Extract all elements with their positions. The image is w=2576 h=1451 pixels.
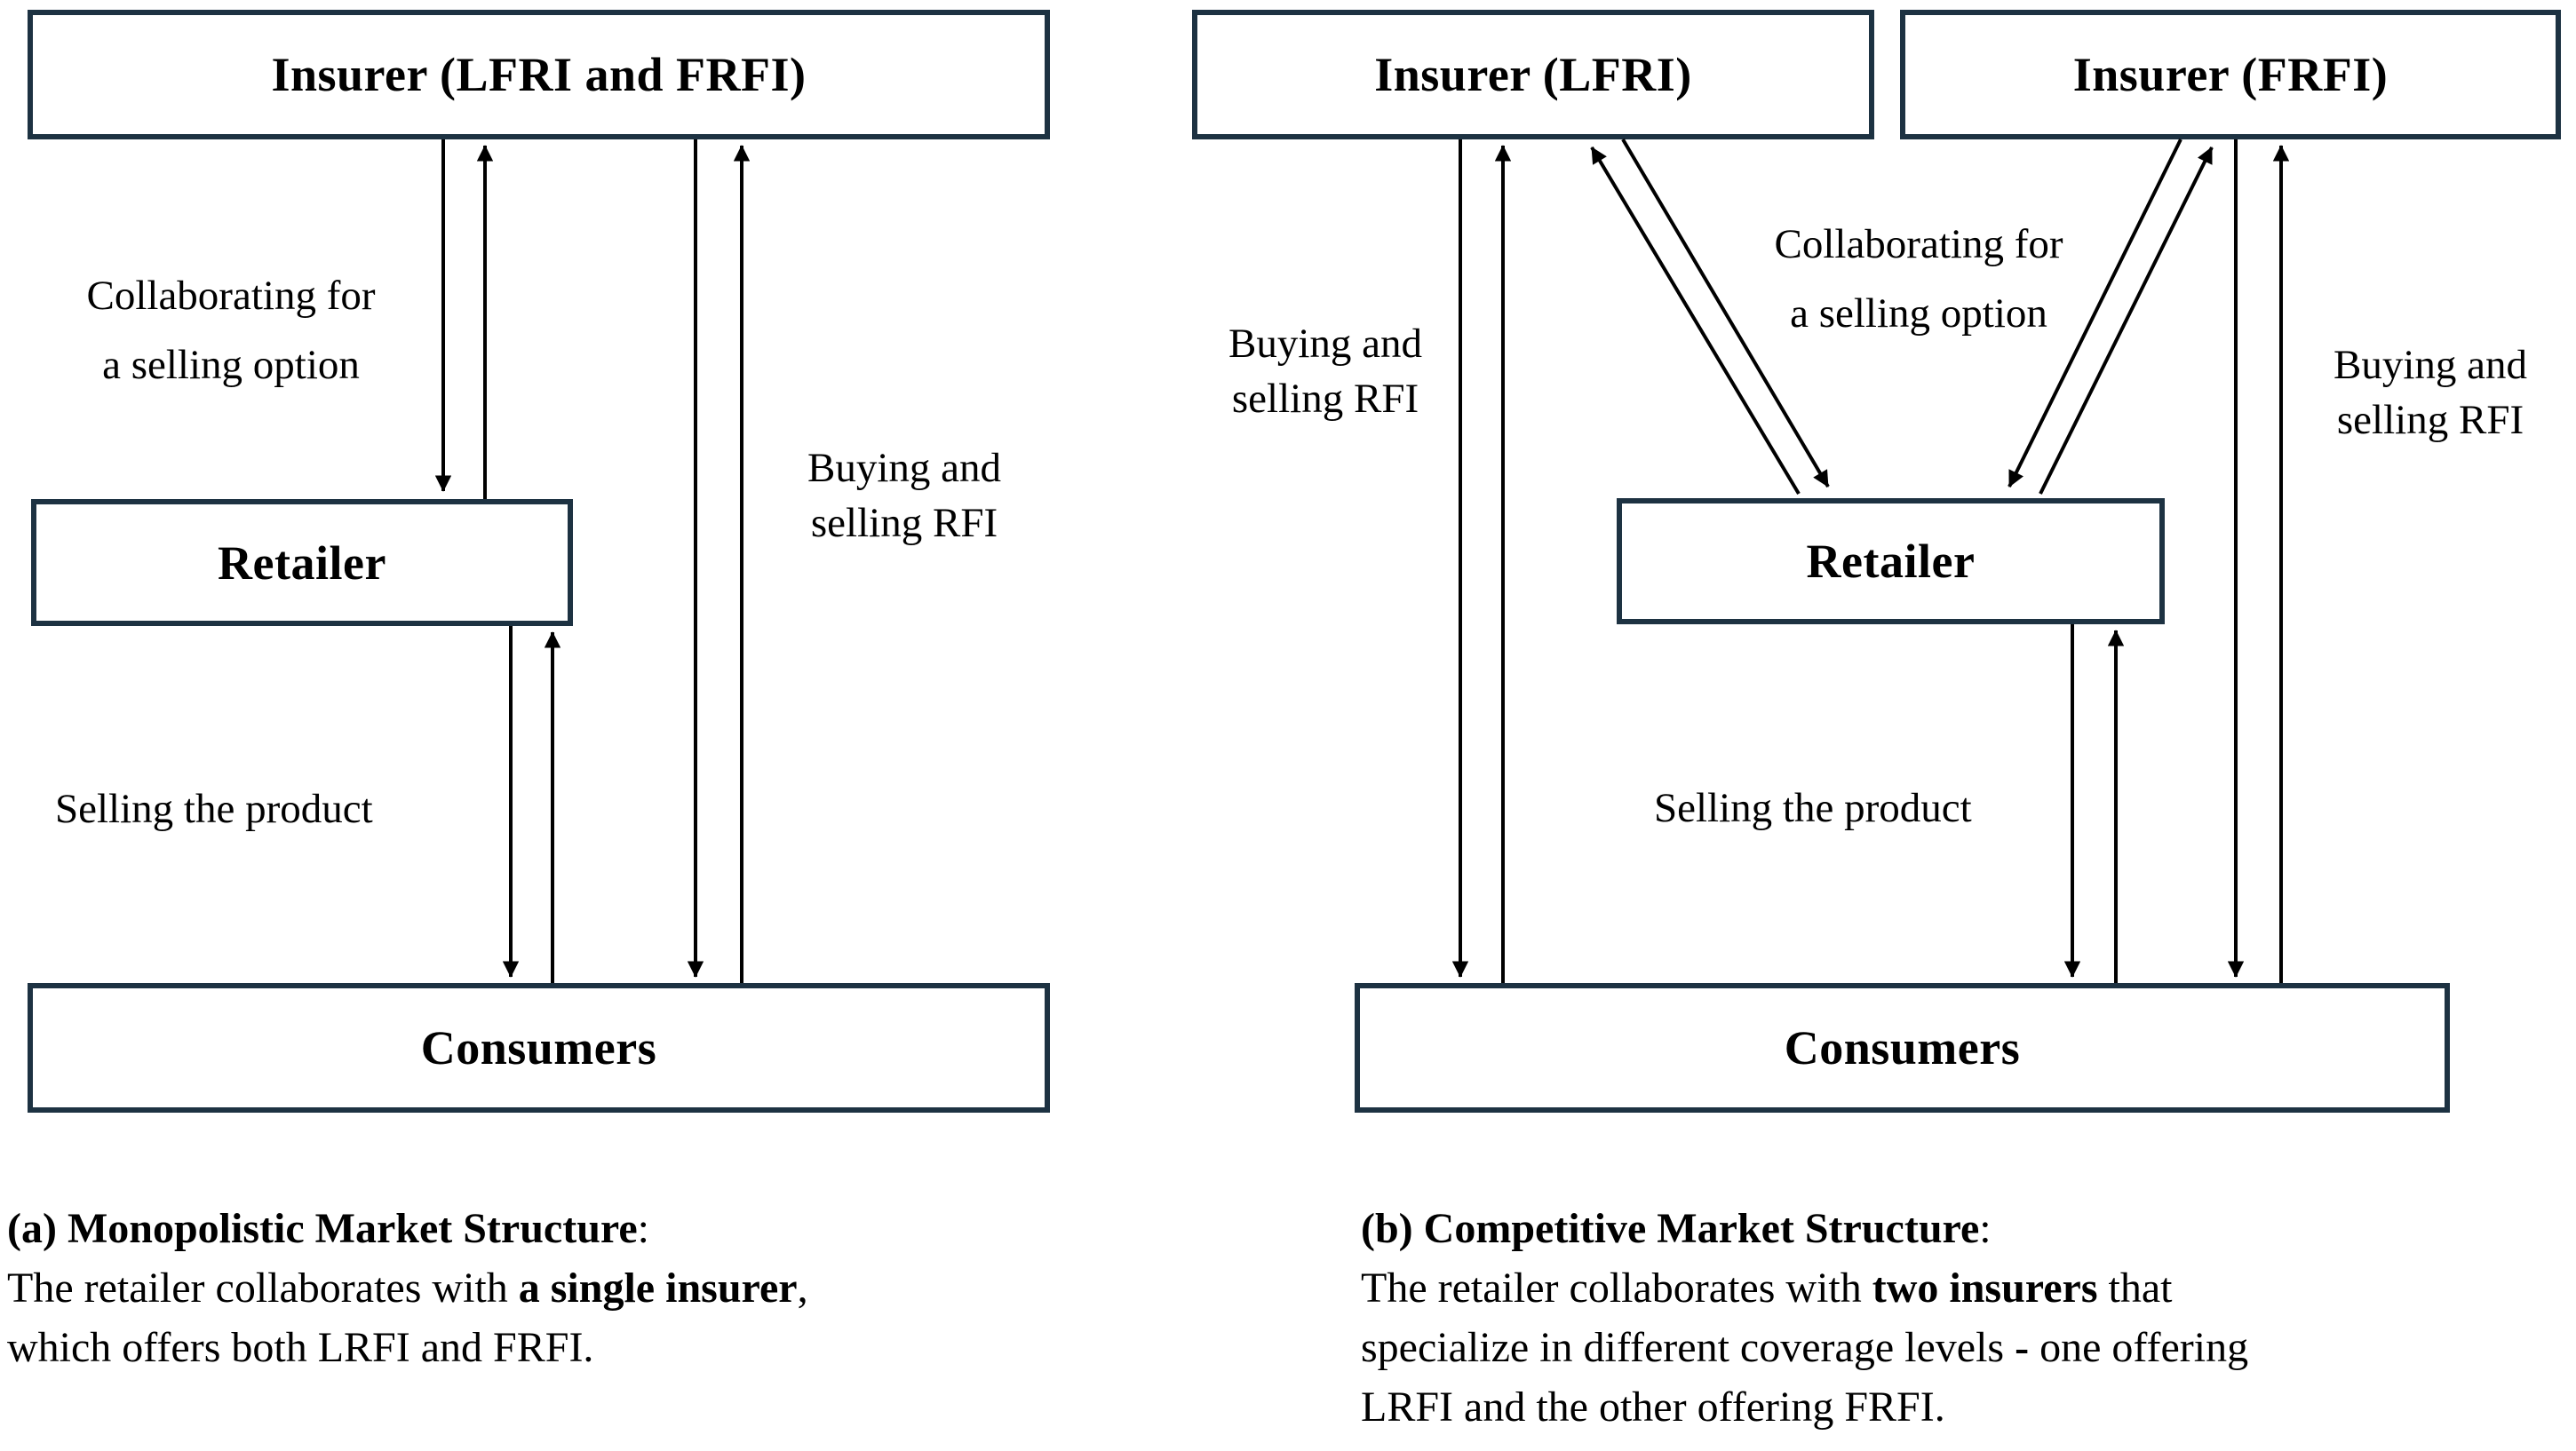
label-collaborating-monopolistic: Collaborating for a selling option bbox=[36, 261, 426, 400]
box-consumers-monopolistic-label: Consumers bbox=[420, 1021, 657, 1074]
box-insurer-frfi-label: Insurer (FRFI) bbox=[2072, 48, 2389, 101]
label-buying-right-competitive-line1: Buying and bbox=[2333, 342, 2528, 388]
caption-competitive-line3: specialize in different coverage levels … bbox=[1361, 1318, 2576, 1377]
label-collaborating-monopolistic-line2: a selling option bbox=[102, 342, 360, 388]
caption-competitive-line2-post: that bbox=[2097, 1265, 2173, 1312]
caption-competitive-line2-bold: two insurers bbox=[1872, 1265, 2098, 1312]
box-consumers-competitive-label: Consumers bbox=[1784, 1021, 2021, 1074]
label-collaborating-competitive-line2: a selling option bbox=[1790, 290, 2047, 337]
box-insurer-frfi: Insurer (FRFI) bbox=[1900, 10, 2561, 139]
caption-monopolistic-line3: which offers both LRFI and FRFI. bbox=[7, 1324, 594, 1371]
label-collaborating-competitive: Collaborating for a selling option bbox=[1732, 210, 2105, 348]
caption-competitive-line1: (b) Competitive Market Structure: bbox=[1361, 1199, 2576, 1258]
box-retailer-competitive: Retailer bbox=[1617, 498, 2165, 624]
box-retailer-monopolistic: Retailer bbox=[31, 499, 573, 626]
caption-monopolistic-line1: (a) Monopolistic Market Structure: bbox=[7, 1199, 1268, 1258]
label-buying-left-competitive-line2: selling RFI bbox=[1231, 376, 1419, 422]
label-selling-monopolistic-text: Selling the product bbox=[55, 786, 373, 832]
caption-monopolistic-line2-bold: a single insurer bbox=[518, 1265, 798, 1312]
caption-monopolistic-line2: The retailer collaborates with a single … bbox=[7, 1258, 1268, 1318]
label-buying-right-competitive-line2: selling RFI bbox=[2336, 397, 2524, 443]
label-selling-competitive: Selling the product bbox=[1654, 781, 1972, 836]
box-insurer-monopolistic: Insurer (LFRI and FRFI) bbox=[28, 10, 1050, 139]
box-retailer-monopolistic-label: Retailer bbox=[218, 535, 386, 590]
caption-competitive-line3-pre: specialize in different coverage levels bbox=[1361, 1324, 2015, 1371]
caption-competitive-line3-bold: - bbox=[2015, 1324, 2030, 1371]
label-buying-left-competitive: Buying and selling RFI bbox=[1201, 316, 1450, 426]
box-consumers-competitive: Consumers bbox=[1355, 983, 2450, 1113]
caption-competitive-line4: LRFI and the other offering FRFI. bbox=[1361, 1384, 1945, 1431]
label-selling-competitive-text: Selling the product bbox=[1654, 785, 1972, 831]
caption-competitive-title: (b) Competitive Market Structure bbox=[1361, 1205, 1980, 1252]
caption-monopolistic-line2-post: , bbox=[797, 1265, 808, 1312]
caption-competitive-line3-post: one offering bbox=[2029, 1324, 2249, 1371]
label-buying-right-competitive: Buying and selling RFI bbox=[2301, 337, 2560, 448]
caption-competitive-colon: : bbox=[1979, 1205, 1992, 1252]
caption-monopolistic-line2-pre: The retailer collaborates with bbox=[7, 1265, 519, 1312]
caption-monopolistic: (a) Monopolistic Market Structure: The r… bbox=[7, 1199, 1268, 1377]
caption-monopolistic-title: (a) Monopolistic Market Structure bbox=[7, 1205, 638, 1252]
label-buying-monopolistic: Buying and selling RFI bbox=[775, 440, 1034, 551]
label-buying-left-competitive-line1: Buying and bbox=[1228, 321, 1423, 367]
box-consumers-monopolistic: Consumers bbox=[28, 983, 1050, 1113]
box-insurer-lfri: Insurer (LFRI) bbox=[1192, 10, 1874, 139]
label-collaborating-monopolistic-line1: Collaborating for bbox=[86, 273, 376, 319]
caption-competitive: (b) Competitive Market Structure: The re… bbox=[1361, 1199, 2576, 1437]
caption-monopolistic-colon: : bbox=[637, 1205, 649, 1252]
label-selling-monopolistic: Selling the product bbox=[55, 781, 373, 837]
box-retailer-competitive-label: Retailer bbox=[1806, 535, 1976, 588]
box-insurer-lfri-label: Insurer (LFRI) bbox=[1374, 48, 1692, 101]
label-buying-monopolistic-line1: Buying and bbox=[807, 445, 1002, 491]
caption-competitive-line2-pre: The retailer collaborates with bbox=[1361, 1265, 1872, 1312]
box-insurer-monopolistic-label: Insurer (LFRI and FRFI) bbox=[271, 48, 807, 101]
label-buying-monopolistic-line2: selling RFI bbox=[810, 500, 998, 546]
caption-competitive-line2: The retailer collaborates with two insur… bbox=[1361, 1258, 2576, 1318]
label-collaborating-competitive-line1: Collaborating for bbox=[1774, 221, 2063, 267]
